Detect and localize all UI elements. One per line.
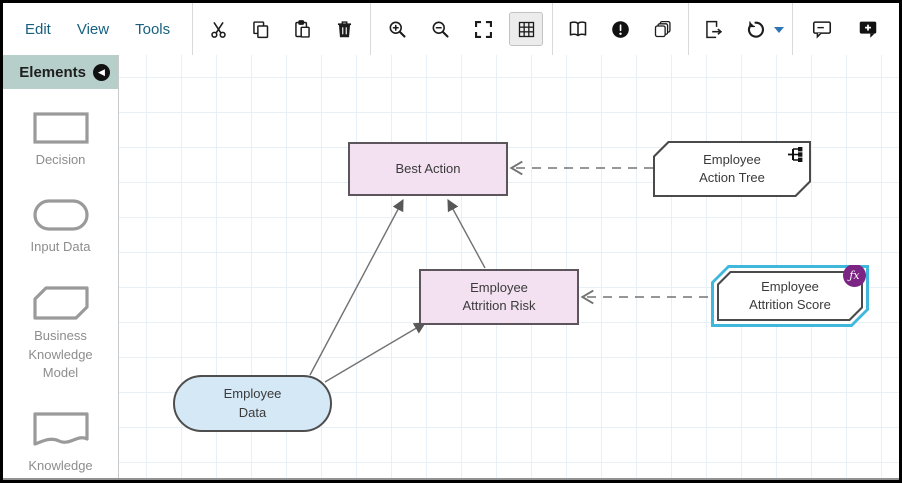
bkm-shape-icon [32,286,89,320]
cut-icon[interactable] [201,12,235,46]
node-label: Employee Data [223,386,282,420]
toolbar-group-actions [689,3,794,55]
node-label: Best Action [395,160,461,176]
palette-item-label: Business Knowledge Model [28,327,93,381]
input-data-shape-icon [32,199,89,231]
palette-item-input-data[interactable]: Input Data [31,198,91,257]
node-employee-action-tree[interactable]: Employee Action Tree [653,141,811,197]
node-best-action[interactable]: Best Action [348,142,508,196]
undo-history-control[interactable] [738,12,785,46]
menu-view[interactable]: View [76,20,110,38]
palette-item-label: Input Data [30,238,91,254]
toolbar-group-view [371,3,554,55]
node-label: Employee Attrition Risk [462,279,536,313]
menu-tools[interactable]: Tools [135,20,171,38]
node-employee-attrition-score[interactable]: Employee Attrition Score ƒx [711,265,869,327]
palette-header: Elements ◀ [3,55,118,89]
zoom-in-icon[interactable] [380,12,414,46]
toolbar-group-clipboard [193,3,372,55]
toolbar-group-document [553,3,690,55]
node-body: Employee Attrition Score [719,273,861,319]
paste-icon[interactable] [286,12,320,46]
node-label: Employee Attrition Score [749,278,831,312]
palette-item-business-knowledge-model[interactable]: Business Knowledge Model [13,285,109,384]
edge-attrition-risk-to-best-action[interactable] [447,198,486,269]
export-icon[interactable] [697,12,731,46]
toolbar: Edit View Tools [3,3,899,55]
menu-edit[interactable]: Edit [25,20,51,38]
documentation-icon[interactable] [561,12,595,46]
palette-item-label: Decision [35,152,86,167]
palette-items: Decision Input Data Business Knowledge M… [3,89,118,480]
copies-icon[interactable] [646,12,680,46]
chevron-left-circle-icon[interactable]: ◀ [93,63,110,81]
delete-icon[interactable] [328,12,362,46]
node-employee-data[interactable]: Employee Data [173,375,332,432]
diagram-edges [309,160,708,383]
edge-employee-data-to-attrition-risk[interactable] [324,322,427,383]
canvas-bottom-edge [3,478,899,480]
menubar: Edit View Tools [3,3,194,55]
edge-employee-data-to-best-action[interactable] [309,198,404,376]
palette-item-decision[interactable]: Decision [32,111,90,170]
add-comment-icon[interactable] [851,12,885,46]
decision-tree-icon [788,146,805,163]
undo-history-icon[interactable] [738,12,772,46]
comment-icon[interactable] [805,12,839,46]
node-employee-attrition-risk[interactable]: Employee Attrition Risk [419,269,579,325]
fit-view-icon[interactable] [466,12,500,46]
undo-dropdown-caret[interactable] [774,27,785,33]
validation-icon[interactable] [604,12,638,46]
palette-item-knowledge-source[interactable]: Knowledge Source [13,411,109,480]
zoom-out-icon[interactable] [423,12,457,46]
decision-shape-icon [32,112,89,144]
node-label: Employee Action Tree [699,151,765,185]
node-body: Employee Action Tree [655,143,809,195]
knowledge-source-shape-icon [32,412,89,446]
diagram-canvas[interactable]: Best Action Employee Action Tree [119,55,899,480]
toolbar-group-comments [793,3,897,55]
elements-palette: Elements ◀ Decision Input Data Busines [3,55,119,480]
fx-function-icon: ƒx [843,264,866,287]
copy-icon[interactable] [244,12,278,46]
grid-icon[interactable] [509,12,544,46]
palette-title: Elements [19,63,86,81]
